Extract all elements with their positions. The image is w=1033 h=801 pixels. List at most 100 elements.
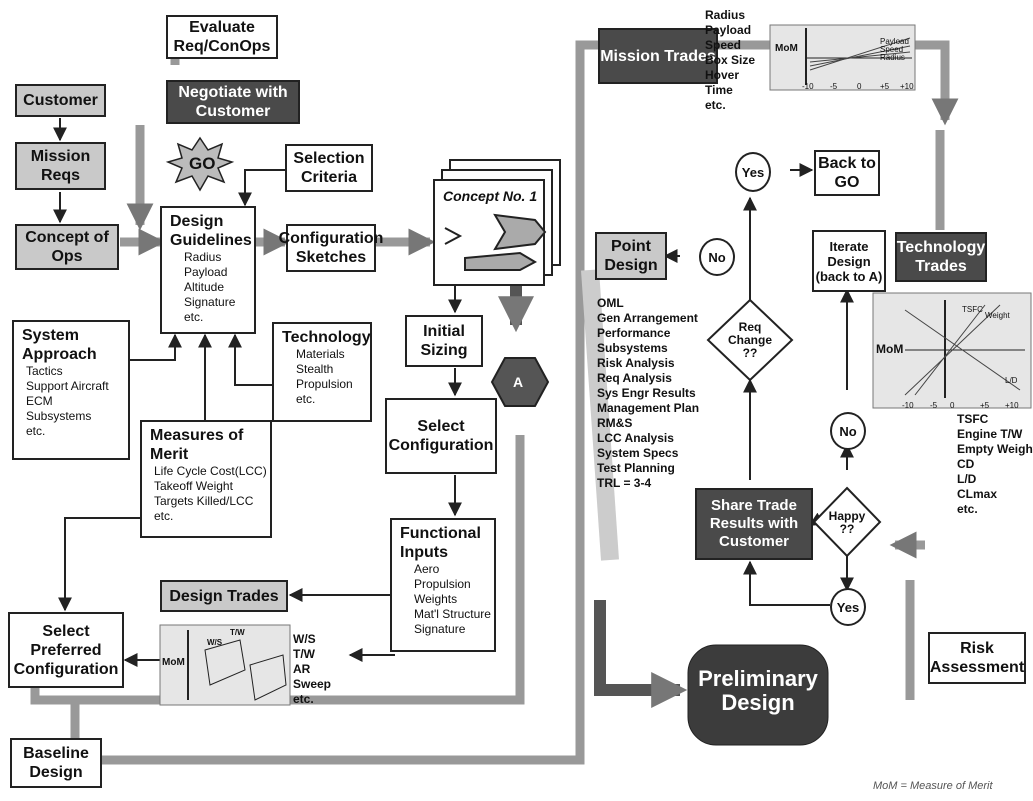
tech-trades-box: Technology Trades	[895, 232, 987, 282]
fi-item: Propulsion	[414, 577, 471, 591]
fi-item: Weights	[414, 592, 458, 606]
functional-box: Functional Inputs Aero Propulsion Weight…	[390, 518, 496, 652]
design-guidelines-title: Design Guidelines	[170, 213, 252, 249]
dt-param: etc.	[293, 692, 314, 706]
sa-item: ECM	[26, 394, 53, 408]
baseline-box: Baseline Design	[10, 738, 102, 788]
measures-box: Measures of Merit Life Cycle Cost(LCC) T…	[140, 420, 272, 538]
tech-params: TSFC Engine T/W Empty Weight CD L/D CLma…	[957, 412, 1033, 517]
tech-param: L/D	[957, 472, 977, 486]
sa-item: Support Aircraft	[26, 379, 109, 393]
concept-ops-box: Concept of Ops	[15, 224, 119, 270]
dt-param: T/W	[293, 647, 315, 661]
system-approach-title: System Approach	[22, 327, 97, 363]
tech-item: Materials	[296, 347, 345, 361]
dg-item: Signature	[184, 295, 236, 309]
mission-params: Radius Payload Speed Box Size Hover Time…	[705, 8, 755, 113]
happy-label: Happy ??	[828, 509, 866, 536]
no-right-circle: No	[830, 412, 866, 450]
system-approach-box: System Approach Tactics Support Aircraft…	[12, 320, 130, 460]
a-hexagon	[490, 357, 550, 407]
main-flow-arrows	[30, 25, 959, 765]
dt-param: W/S	[293, 632, 316, 646]
pd-item: Risk Analysis	[597, 356, 675, 370]
dg-item: Payload	[184, 265, 228, 279]
design-chart-ws: W/S	[207, 638, 223, 647]
negotiate-box: Negotiate with Customer	[166, 80, 300, 124]
mission-trades-box: Mission Trades	[598, 28, 718, 84]
mission-param: Speed	[705, 38, 742, 52]
mission-chart-graphics	[769, 24, 916, 91]
design-chart-mom: MoM	[162, 657, 185, 668]
mission-param: Radius	[705, 8, 746, 22]
measures-title: Measures of Merit	[150, 427, 244, 463]
tech-item: etc.	[296, 392, 316, 406]
yes-top-circle: Yes	[735, 152, 771, 192]
pd-item: System Specs	[597, 446, 679, 460]
back-go-box: Back to GO	[814, 150, 880, 196]
tech-tick: +5	[980, 401, 990, 410]
selection-criteria-box: Selection Criteria	[285, 144, 373, 192]
tech-tick: 0	[950, 401, 955, 410]
tech-line-label: L/D	[1005, 376, 1018, 385]
point-design-items: OML Gen Arrangement Performance Subsyste…	[597, 296, 699, 491]
no-left-circle: No	[699, 238, 735, 276]
tech-item: Stealth	[296, 362, 334, 376]
pd-item: Sys Engr Results	[597, 386, 696, 400]
mission-param: Box Size	[705, 53, 756, 67]
mission-param: etc.	[705, 98, 726, 112]
preliminary-label: Preliminary Design	[698, 666, 818, 715]
pd-item: Subsystems	[597, 341, 668, 355]
config-sketches-box: Configuration Sketches	[279, 224, 383, 272]
select-config-box: Select Configuration	[385, 398, 497, 474]
pd-item: Performance	[597, 326, 671, 340]
req-change-label: Req Change ??	[727, 320, 772, 360]
mission-param: Payload	[705, 23, 752, 37]
req-change-diamond	[706, 298, 794, 382]
dg-item: etc.	[184, 310, 204, 324]
pd-item: RM&S	[597, 416, 633, 430]
share-box: Share Trade Results with Customer	[695, 488, 813, 560]
go-starburst	[165, 136, 235, 192]
design-chart-tw: T/W	[230, 628, 245, 637]
pd-item: OML	[597, 296, 624, 310]
mission-reqs-box: Mission Reqs	[15, 142, 106, 190]
mission-line-label: Payload	[880, 37, 909, 46]
thin-arrows	[53, 118, 854, 667]
tech-param: CLmax	[957, 487, 998, 501]
design-trades-box: Design Trades	[160, 580, 288, 612]
design-chart-graphics	[159, 624, 291, 706]
iterate-box: Iterate Design (back to A)	[812, 230, 886, 292]
tech-tick: +10	[1005, 401, 1019, 410]
mission-tick: -5	[830, 82, 838, 91]
risk-box: Risk Assessment	[928, 632, 1026, 684]
tech-chart-mom: MoM	[876, 342, 904, 356]
concept-label: Concept No. 1	[443, 188, 538, 204]
fi-item: Mat'l Structure	[414, 607, 491, 621]
footnote: MoM = Measure of Merit	[873, 780, 993, 792]
dg-item: Radius	[184, 250, 222, 264]
pd-item: Gen Arrangement	[597, 311, 698, 325]
tech-item: Propulsion	[296, 377, 353, 391]
tech-tick: -5	[930, 401, 938, 410]
yes-bottom-circle: Yes	[830, 588, 866, 626]
sa-item: etc.	[26, 424, 46, 438]
evaluate-box: Evaluate Req/ConOps	[166, 15, 278, 59]
tech-param: Engine T/W	[957, 427, 1023, 441]
functional-title: Functional Inputs	[400, 525, 481, 561]
mission-tick: +10	[900, 82, 914, 91]
sa-item: Tactics	[26, 364, 63, 378]
mission-line-label: Speed	[880, 45, 904, 54]
mom-item: etc.	[154, 509, 174, 523]
dt-param: AR	[293, 662, 311, 676]
tech-param: etc.	[957, 502, 978, 516]
pd-item: TRL = 3-4	[597, 476, 652, 490]
customer-box: Customer	[15, 84, 106, 117]
mom-item: Targets Killed/LCC	[154, 494, 254, 508]
fi-item: Aero	[414, 562, 440, 576]
pd-item: Management Plan	[597, 401, 700, 415]
pd-item: Test Planning	[597, 461, 675, 475]
mission-param: Time	[705, 83, 733, 97]
mission-tick: -10	[802, 82, 814, 91]
